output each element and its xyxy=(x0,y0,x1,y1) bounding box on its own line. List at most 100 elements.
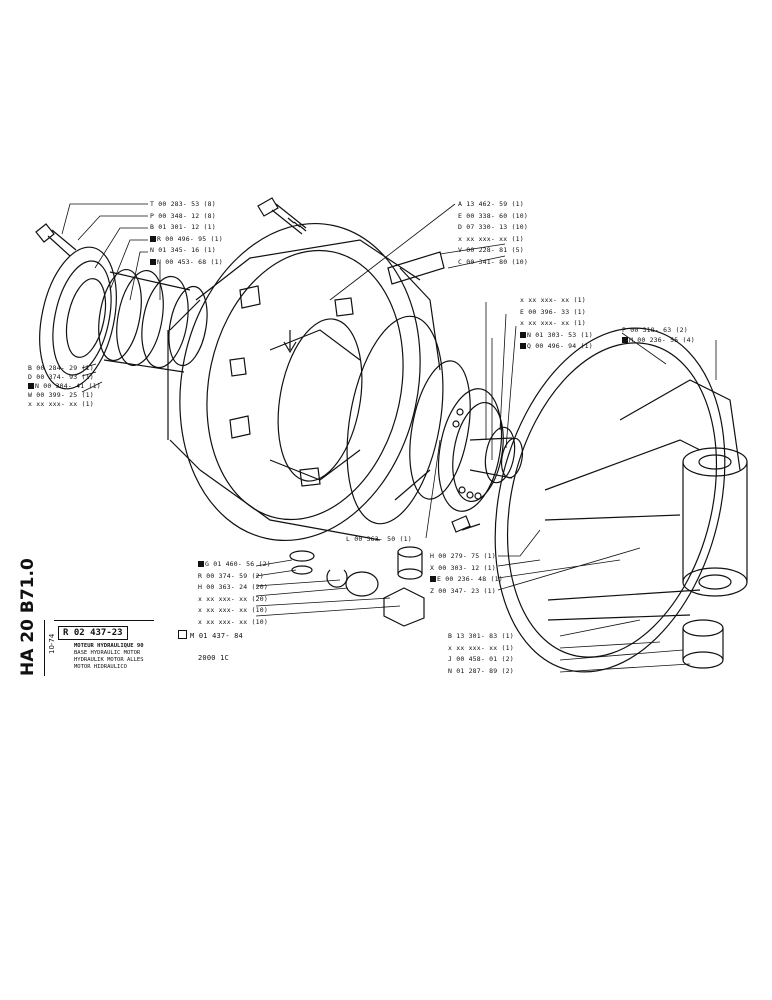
callouts-bottom-right-item: H 00 279- 75 (1) xyxy=(430,552,496,560)
callout-text: N 01 345- 16 (1) xyxy=(150,246,216,254)
callout-text: E 00 396- 33 (1) xyxy=(520,307,586,316)
mount-lugs xyxy=(682,447,748,597)
small-parts xyxy=(289,515,481,627)
callout-text: H 00 363- 24 (20) xyxy=(198,583,268,591)
bushing xyxy=(682,619,724,669)
bolt-left xyxy=(35,223,77,257)
callout-text: J 00 458- 01 (2) xyxy=(448,655,514,663)
callouts-bottom-center-item: R 00 374- 59 (2) xyxy=(198,572,264,580)
callouts-bottom-center-item: G 01 460- 56 (2) xyxy=(198,560,271,568)
callout-text: N 01 303- 53 (1) xyxy=(527,330,593,339)
title-rule xyxy=(54,620,154,621)
description-line: BASE HYDRAULIC MOTOR xyxy=(74,650,141,656)
callout-text: R 00 374- 59 (2) xyxy=(198,571,264,580)
callout-text: C 00 341- 80 (10) xyxy=(458,257,528,266)
marker-square-icon xyxy=(430,576,436,582)
callouts-mid-right-item: x xx xxx- xx (1) xyxy=(520,296,586,304)
callouts-top-right-item: V 00 228- 81 (5) xyxy=(458,246,524,254)
main-housing xyxy=(167,222,441,542)
callout-text: x xx xxx- xx (20) xyxy=(198,594,268,603)
bearing-ring xyxy=(437,388,504,512)
callouts-top-right-item: E 00 338- 60 (10) xyxy=(458,212,528,220)
marker-square-icon xyxy=(622,337,628,343)
callouts-bottom-center-item: x xx xxx- xx (10) xyxy=(198,606,268,614)
callouts-left-lower-item: N 00 304- 41 (1) xyxy=(28,382,101,390)
callouts-far-right-item: P 00 318- 63 (2) xyxy=(622,326,688,334)
callout-text: x xx xxx- xx (1) xyxy=(520,296,586,304)
callout-text: P 00 318- 63 (2) xyxy=(622,326,688,334)
callout-text: x xx xxx- xx (1) xyxy=(448,643,514,652)
callout-text: x xx xxx- xx (10) xyxy=(198,617,268,626)
callout-text: N 00 304- 41 (1) xyxy=(35,382,101,390)
callout-text: G 01 460- 56 (2) xyxy=(205,560,271,568)
callouts-bottom-right-item: E 00 236- 48 (1) xyxy=(430,575,503,583)
callout-text: B 00 284- 29 (1) xyxy=(28,364,94,372)
callout-text: E 00 236- 48 (1) xyxy=(437,575,503,583)
callout-text: V 00 228- 81 (5) xyxy=(458,246,524,254)
arrow-marker xyxy=(283,330,297,354)
callout-text: B 13 301- 83 (1) xyxy=(448,632,514,640)
marker-square-icon xyxy=(150,235,156,242)
callouts-left-item: N 00 453- 68 (1) xyxy=(150,258,223,266)
callout-text: T 00 283- 53 (8) xyxy=(150,200,216,208)
callout-text: W 00 399- 25 (1) xyxy=(28,391,94,399)
right-flange xyxy=(494,327,741,673)
machine-model: 2000 1C xyxy=(198,654,229,662)
callouts-mid-right-item: x xx xxx- xx (1) xyxy=(520,319,586,327)
marker-square-icon xyxy=(198,561,204,567)
callouts-lower-right-item: J 00 458- 01 (2) xyxy=(448,655,514,663)
callouts-top-right-item: D 07 330- 13 (10) xyxy=(458,223,528,231)
callout-text: A 13 462- 59 (1) xyxy=(458,200,524,208)
callouts-mid-right-item: E 00 396- 33 (1) xyxy=(520,308,586,316)
description-line: MOTEUR HYDRAULIQUE 90 xyxy=(74,643,144,649)
sheet-date: 10-74 xyxy=(48,633,56,654)
callouts-left-item: N 01 345- 16 (1) xyxy=(150,246,216,254)
callout-text: Z 00 347- 23 (1) xyxy=(430,586,496,595)
callout-text: E 00 338- 60 (10) xyxy=(458,211,528,220)
bearing-stack xyxy=(98,268,208,373)
callouts-left-item: T 00 283- 53 (8) xyxy=(150,200,216,208)
reference-code: M 01 437- 84 xyxy=(178,630,243,640)
callout-text: N 00 453- 68 (1) xyxy=(157,257,223,266)
callouts-bottom-center-item: x xx xxx- xx (20) xyxy=(198,595,268,603)
callouts-top-right-item: C 00 341- 80 (10) xyxy=(458,258,528,266)
callouts-left-item: R 00 496- 95 (1) xyxy=(150,235,223,243)
shaft-hub xyxy=(469,426,524,484)
callouts-bottom-right-item: Z 00 347- 23 (1) xyxy=(430,587,496,595)
callout-text: D 07 330- 13 (10) xyxy=(458,223,528,231)
callout-text: X 00 303- 12 (1) xyxy=(430,563,496,572)
rotor-group xyxy=(269,315,471,525)
marker-square-icon xyxy=(28,383,34,389)
callout-center: L 00 363- 50 (1) xyxy=(346,535,412,543)
callouts-top-right-item: A 13 462- 59 (1) xyxy=(458,200,524,208)
callouts-bottom-center-item: x xx xxx- xx (10) xyxy=(198,618,268,626)
callouts-lower-right-item: B 13 301- 83 (1) xyxy=(448,632,514,640)
callout-text: R 00 496- 95 (1) xyxy=(157,234,223,243)
callout-text: H 00 279- 75 (1) xyxy=(430,552,496,560)
callout-text: B 01 301- 12 (1) xyxy=(150,223,216,231)
callouts-left-item: P 00 348- 12 (8) xyxy=(150,212,216,220)
callout-text: P 00 348- 12 (8) xyxy=(150,211,216,220)
callout-text: x xx xxx- xx (1) xyxy=(520,319,586,327)
marker-square-icon xyxy=(150,258,156,265)
callouts-lower-right-item: N 01 287- 89 (2) xyxy=(448,667,514,675)
callout-text: M 00 236- 55 (4) xyxy=(629,336,695,344)
description-line: MOTOR HIDRAULICO xyxy=(74,664,127,670)
reference-code-text: M 01 437- 84 xyxy=(190,632,243,640)
bracket xyxy=(387,251,445,285)
callouts-mid-right-item: Q 00 496- 94 (1) xyxy=(520,342,593,350)
callouts-bottom-center-item: H 00 363- 24 (20) xyxy=(198,583,268,591)
sheet-code: HA 20 B71.0 xyxy=(18,558,38,676)
callout-text: D 00 374- 93 (1) xyxy=(28,373,94,381)
reference-box: R 02 437-23 xyxy=(58,626,128,640)
callout-text: N 01 287- 89 (2) xyxy=(448,666,514,675)
callout-text: x xx xxx- xx (10) xyxy=(198,606,268,614)
marker-square-icon xyxy=(520,331,526,338)
description-line: HYDRAULIK MOTOR ALLES xyxy=(74,657,144,663)
callouts-left-lower-item: x xx xxx- xx (1) xyxy=(28,400,94,408)
cover-plate xyxy=(39,246,117,390)
callouts-top-right-item: x xx xxx- xx (1) xyxy=(458,235,524,243)
callouts-bottom-right-item: X 00 303- 12 (1) xyxy=(430,564,496,572)
